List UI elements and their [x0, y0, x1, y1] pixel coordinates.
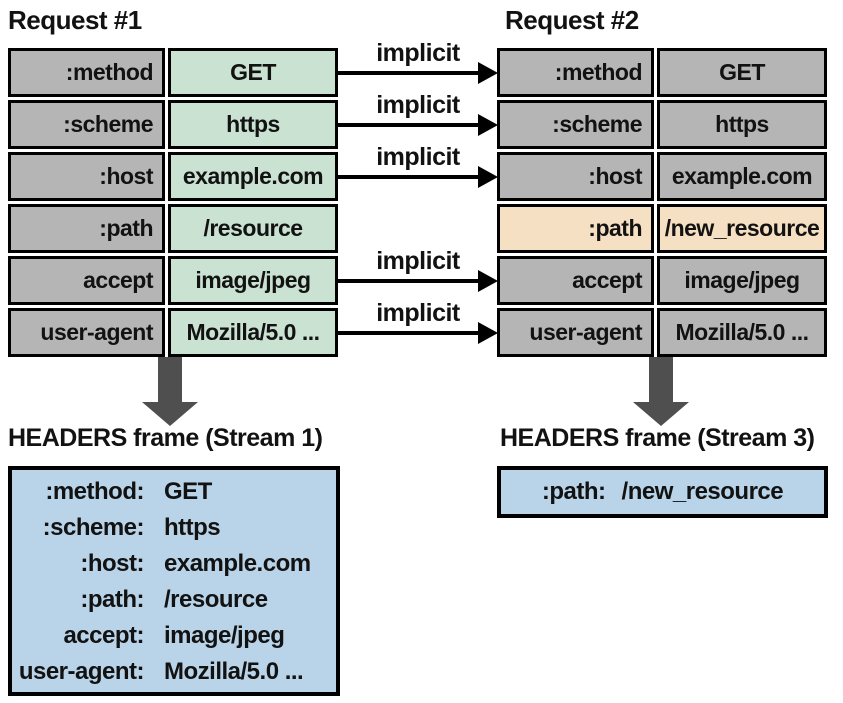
- frame-header-value: image/jpeg: [164, 622, 285, 649]
- arrow-line: [338, 175, 480, 179]
- frame-header-line: accept: image/jpeg: [12, 618, 336, 654]
- arrow-right-icon: [478, 270, 498, 292]
- frame-header-key: :method:: [45, 478, 144, 505]
- header-value-cell: /resource: [168, 204, 338, 253]
- frame-header-key: :host:: [80, 550, 144, 577]
- arrow-head: [633, 402, 689, 426]
- headers-frame-stream1: :method: GET :scheme: https :host: examp…: [8, 466, 340, 696]
- header-name-cell-highlighted: :path: [497, 204, 654, 253]
- header-name-cell: accept: [8, 256, 165, 305]
- header-value-cell: GET: [168, 48, 338, 97]
- frame-header-key: :path:: [80, 586, 144, 613]
- implicit-label: implicit: [376, 143, 460, 171]
- frame-header-line: :scheme: https: [12, 510, 336, 546]
- implicit-arrow: implicit: [338, 297, 498, 345]
- implicit-arrow: implicit: [338, 37, 498, 85]
- arrow-line: [338, 123, 480, 127]
- header-name-cell: user-agent: [497, 308, 654, 357]
- arrow-right-icon: [478, 322, 498, 344]
- header-value-cell: image/jpeg: [168, 256, 338, 305]
- down-arrow-icon: [633, 357, 689, 426]
- implicit-label: implicit: [376, 247, 460, 275]
- request1-table: :method GET :scheme https :host example.…: [8, 48, 338, 357]
- down-arrow-icon: [142, 357, 198, 426]
- header-value-cell: Mozilla/5.0 ...: [168, 308, 338, 357]
- frame-header-value: example.com: [164, 550, 311, 577]
- header-name-cell: accept: [497, 256, 654, 305]
- arrow-right-icon: [478, 62, 498, 84]
- arrow-stem: [158, 357, 182, 402]
- arrow-right-icon: [478, 166, 498, 188]
- frame-header-line: user-agent: Mozilla/5.0 ...: [12, 654, 336, 690]
- implicit-arrow: implicit: [338, 141, 498, 189]
- frame-header-line: :path: /resource: [12, 582, 336, 618]
- implicit-label: implicit: [376, 91, 460, 119]
- frame-header-key: :scheme:: [42, 514, 145, 541]
- arrow-line: [338, 279, 480, 283]
- arrow-stem: [649, 357, 673, 402]
- header-name-cell: :method: [497, 48, 654, 97]
- frame-header-key: :path:: [541, 478, 606, 505]
- frame-header-line: :host: example.com: [12, 546, 336, 582]
- frame-header-key: user-agent:: [18, 658, 145, 685]
- frame-header-line: :path: /new_resource: [501, 470, 824, 514]
- header-value-cell: GET: [657, 48, 827, 97]
- header-name-cell: :path: [8, 204, 165, 253]
- header-name-cell: :host: [8, 152, 165, 201]
- implicit-label: implicit: [376, 39, 460, 67]
- header-name-cell: user-agent: [8, 308, 165, 357]
- frame-header-key: accept:: [63, 622, 144, 649]
- frame-header-value: GET: [164, 478, 212, 505]
- arrow-right-icon: [478, 114, 498, 136]
- header-name-cell: :scheme: [8, 100, 165, 149]
- implicit-arrow: implicit: [338, 89, 498, 137]
- implicit-label: implicit: [376, 299, 460, 327]
- arrow-line: [338, 331, 480, 335]
- header-value-cell-highlighted: /new_resource: [657, 204, 827, 253]
- frame2-title: HEADERS frame (Stream 3): [500, 424, 815, 452]
- request2-table: :method GET :scheme https :host example.…: [497, 48, 827, 357]
- frame-header-value: /new_resource: [621, 478, 784, 505]
- header-value-cell: https: [168, 100, 338, 149]
- header-name-cell: :method: [8, 48, 165, 97]
- header-value-cell: Mozilla/5.0 ...: [657, 308, 827, 357]
- request2-title: Request #2: [505, 5, 639, 35]
- header-value-cell: example.com: [657, 152, 827, 201]
- header-name-cell: :scheme: [497, 100, 654, 149]
- header-value-cell: https: [657, 100, 827, 149]
- headers-frame-stream3: :path: /new_resource: [497, 466, 828, 518]
- arrow-head: [142, 402, 198, 426]
- header-name-cell: :host: [497, 152, 654, 201]
- frame-header-value: /resource: [164, 586, 268, 613]
- frame1-title: HEADERS frame (Stream 1): [8, 424, 323, 452]
- arrow-line: [338, 71, 480, 75]
- header-value-cell: example.com: [168, 152, 338, 201]
- frame-header-value: https: [164, 514, 221, 541]
- request1-title: Request #1: [8, 5, 142, 35]
- header-value-cell: image/jpeg: [657, 256, 827, 305]
- implicit-arrow: implicit: [338, 245, 498, 293]
- frame-header-line: :method: GET: [12, 474, 336, 510]
- frame-header-value: Mozilla/5.0 ...: [164, 658, 304, 685]
